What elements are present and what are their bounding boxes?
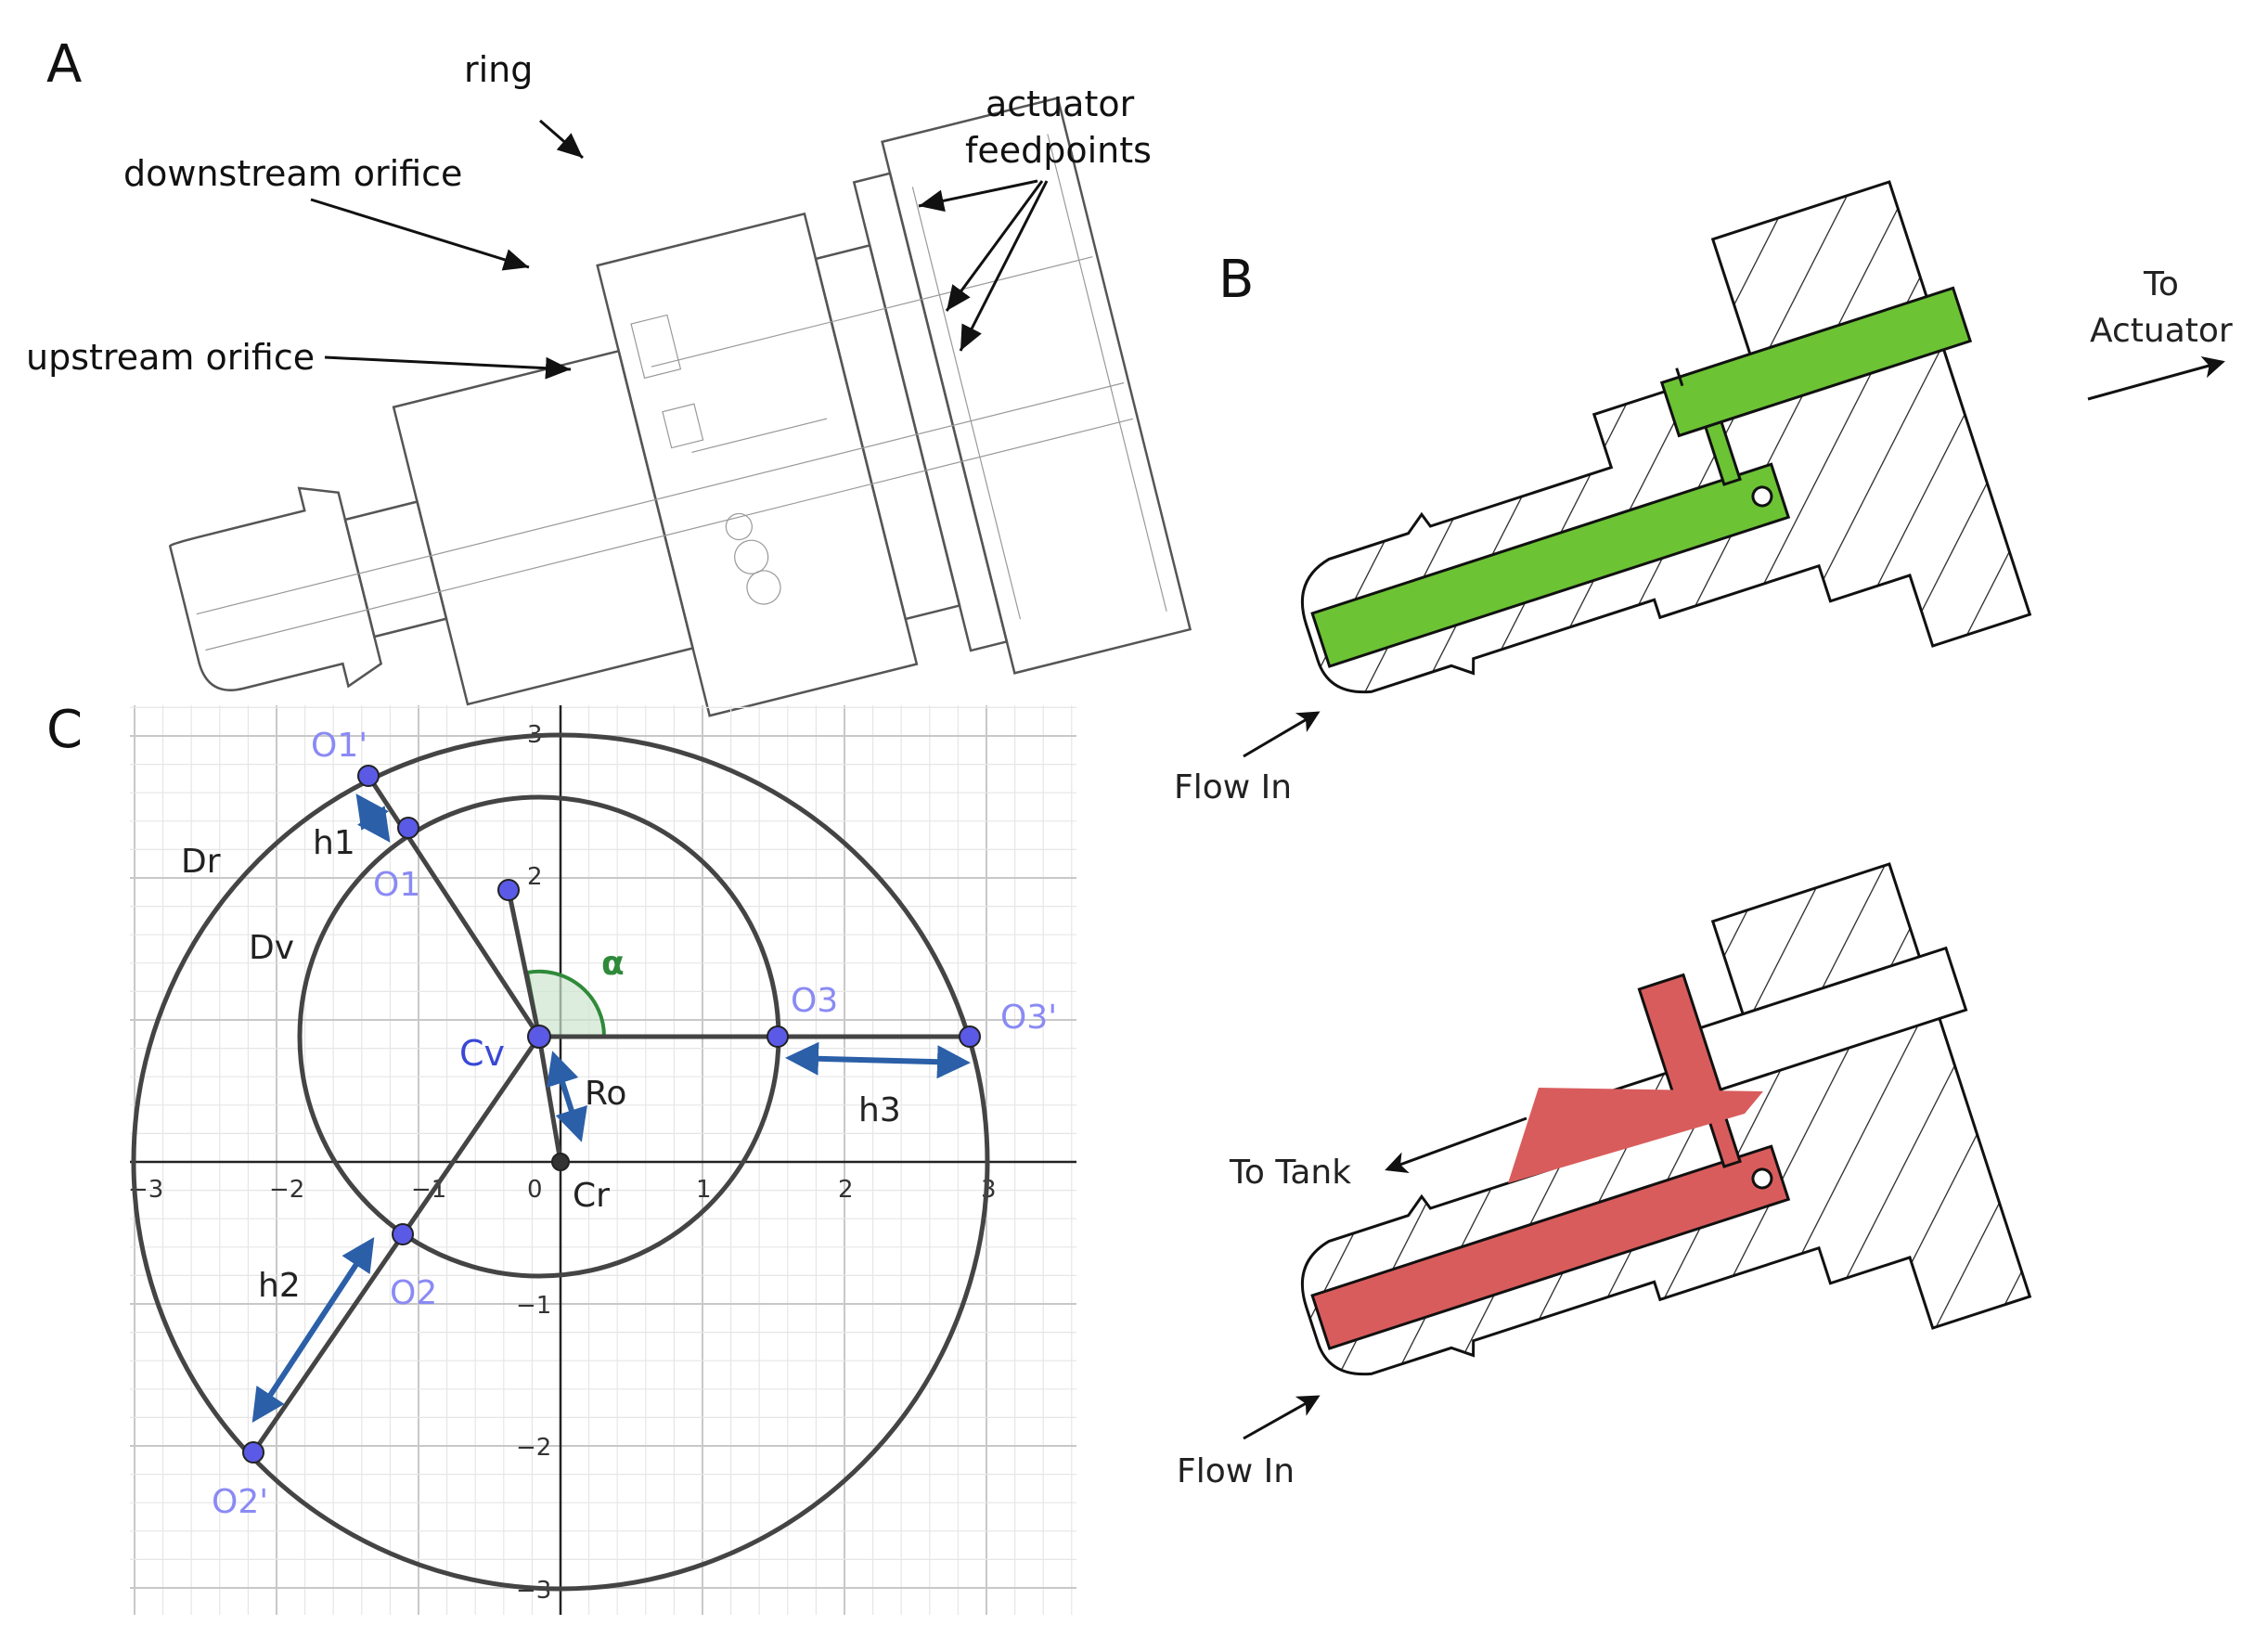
label-o2prime: O2' (212, 1483, 268, 1521)
upstream-orifice-label: upstream orifice (26, 337, 315, 378)
h2-arrow (251, 1236, 375, 1424)
label-h3: h3 (858, 1091, 901, 1129)
label-dr: Dr (181, 843, 221, 881)
spoke-o1 (366, 774, 542, 1038)
feedpoint-leader-1 (918, 179, 1038, 213)
label-alpha: α (601, 945, 625, 983)
orifice-upstream-detail (662, 403, 704, 449)
point-o1prime (357, 765, 380, 787)
feedpoint-leader-3 (959, 180, 1049, 352)
flow-in-label-bottom: Flow In (1177, 1452, 1295, 1490)
spoke-cr (536, 1036, 563, 1163)
label-h2: h2 (258, 1267, 301, 1305)
label-cr: Cr (573, 1177, 610, 1215)
inlet-stem (343, 500, 448, 638)
to-tank-label: To Tank (1229, 1154, 1351, 1192)
feedpoint-leader-2 (945, 180, 1044, 312)
flow-in-label-top: Flow In (1174, 768, 1292, 806)
label-dv: Dv (249, 929, 294, 967)
hidden-line (691, 418, 828, 453)
angle-alpha-wedge (524, 969, 607, 1038)
orifice-hole (1751, 485, 1773, 508)
label-o3: O3 (791, 982, 838, 1020)
section-view-actuator (1300, 180, 2032, 694)
inlet-barb (168, 486, 383, 691)
body-block-2 (852, 172, 1009, 652)
section-view-tank (1300, 862, 2032, 1376)
orifice-bore (725, 512, 753, 541)
panel-b: B Flow In To Actuator To Tank Flow In (1174, 180, 2233, 1490)
flange (881, 97, 1192, 675)
label-o1: O1 (373, 866, 420, 904)
point-cr (551, 1153, 570, 1171)
panel-c-letter: C (46, 700, 83, 760)
channel-actuator (1659, 286, 1973, 438)
actuator-feedpoints-label-2: feedpoints (965, 130, 1152, 171)
h3-arrow (785, 1041, 971, 1079)
point-o3prime (959, 1025, 981, 1048)
panel-a-letter: A (46, 34, 82, 95)
hidden-line (1047, 134, 1167, 612)
to-actuator-label-2: Actuator (2090, 312, 2233, 350)
downstream-orifice-label: downstream orifice (123, 153, 462, 194)
points (242, 765, 981, 1464)
point-o2prime (242, 1441, 264, 1464)
exhaust-plume (1508, 1088, 1763, 1183)
label-h1: h1 (313, 824, 355, 862)
y-tick-label: 2 (527, 863, 543, 891)
panel-a: A ri (26, 34, 1192, 717)
ring-gap (1675, 368, 1684, 387)
section-body (1300, 180, 2032, 694)
hidden-line (911, 187, 1022, 620)
x-tick-label: 2 (838, 1176, 854, 1204)
label-o3prime: O3' (1000, 999, 1057, 1037)
orifice-downstream-detail (630, 314, 682, 380)
ring-label: ring (464, 49, 533, 90)
valve-assembly-drawing (168, 97, 1192, 717)
hidden-line (651, 256, 1093, 368)
y-tick-label: −1 (516, 1292, 551, 1320)
x-tick-label: 0 (527, 1176, 543, 1204)
label-ro: Ro (585, 1075, 626, 1113)
upstream-orifice-leader (324, 355, 572, 380)
x-tick-label: −2 (269, 1176, 304, 1204)
x-tick-label: 1 (696, 1176, 712, 1204)
label-cv: Cv (459, 1033, 505, 1074)
orifice-bore (746, 570, 781, 605)
ring-body (596, 212, 919, 717)
neck (814, 243, 961, 621)
panel-b-letter: B (1218, 250, 1254, 310)
hidden-line (205, 418, 1134, 651)
ring-leader (539, 119, 584, 160)
channel-main (1310, 462, 1791, 668)
panel-c: C −3 −2 −1 0 1 2 3 3 2 −1 −2 −3 (46, 700, 1076, 1615)
ro-arrow (547, 1051, 587, 1142)
channel-main (1310, 1144, 1791, 1350)
to-tank-arrow (1385, 1116, 1527, 1174)
to-actuator-arrow (2087, 356, 2225, 401)
spoke-alpha-ref (506, 889, 542, 1038)
point-cv (527, 1025, 551, 1049)
point-o3 (767, 1025, 789, 1048)
flow-in-arrow-top (1243, 711, 1321, 758)
orifice-hole (1751, 1167, 1773, 1190)
point-alpha-ref (497, 879, 520, 901)
flow-in-arrow-bottom (1243, 1395, 1321, 1440)
dimension-arrows (251, 793, 971, 1424)
h1-arrow (355, 793, 391, 843)
ring-circle-dr (131, 732, 990, 1592)
y-tick-label: −2 (516, 1434, 551, 1462)
point-o1 (397, 817, 419, 839)
label-o2: O2 (390, 1274, 437, 1312)
label-o1prime: O1' (311, 727, 367, 765)
downstream-orifice-leader (310, 198, 530, 271)
spoke-o2 (251, 1035, 542, 1454)
actuator-feedpoints-label-1: actuator (986, 84, 1135, 124)
hidden-line (196, 381, 1125, 615)
point-o2 (392, 1223, 414, 1245)
to-actuator-label-1: To (2143, 265, 2179, 303)
